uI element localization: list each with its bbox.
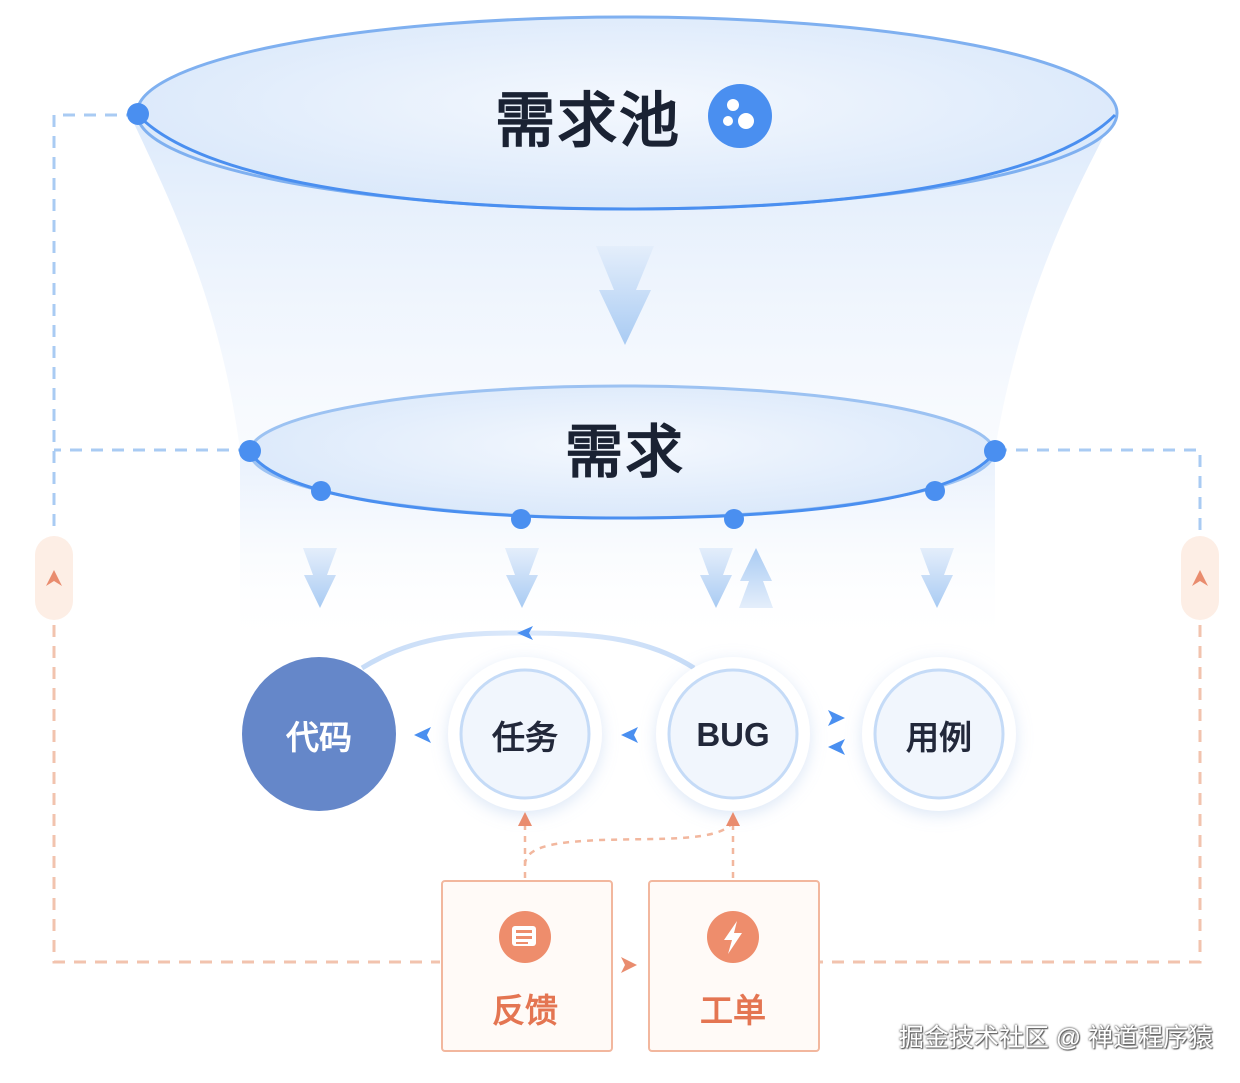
bug-to-task-arrowhead — [621, 727, 638, 743]
right-up-arrow-icon — [1192, 570, 1208, 586]
bug-node-inner — [667, 668, 799, 800]
bubbles-icon — [708, 84, 772, 148]
req-dot-code — [311, 481, 331, 501]
pool-ellipse-front-rim — [136, 113, 1117, 211]
req-dot-right — [984, 440, 1006, 462]
case-node-inner — [873, 668, 1005, 800]
task-up-arrowhead — [518, 812, 532, 826]
task-node-inner — [459, 668, 591, 800]
requirement-title: 需求 — [564, 420, 686, 485]
bug-up-arrowhead — [726, 812, 740, 826]
code-node — [242, 657, 396, 811]
loop-line-right-orange — [818, 625, 1202, 964]
req-dot-left — [239, 440, 261, 462]
case-to-bug-arrowhead — [828, 739, 845, 755]
ticket-box[interactable] — [648, 880, 820, 1052]
bug-label[interactable]: BUG — [696, 716, 770, 753]
feedback-label: 反馈 — [492, 992, 558, 1029]
left-up-arrow-icon — [46, 570, 62, 586]
watermark: 掘金技术社区 @ 禅道程序猿 — [898, 1024, 1214, 1052]
ticket-label: 工单 — [700, 992, 766, 1029]
bug-to-case-arrowhead — [828, 710, 845, 726]
scroll-icon — [499, 911, 551, 963]
pool-title: 需求池 — [495, 87, 681, 155]
down-arrow-bug — [699, 548, 733, 608]
pool-left-dot — [127, 103, 149, 125]
lightning-icon — [707, 911, 759, 963]
task-label[interactable]: 任务 — [492, 719, 558, 756]
req-dot-task — [511, 509, 531, 529]
loop-line-left-orange — [52, 625, 440, 964]
feedback-box[interactable] — [441, 880, 613, 1052]
loop-line-left-blue — [52, 113, 138, 530]
down-arrow-case — [920, 548, 954, 608]
req-dot-bug — [724, 509, 744, 529]
pool-to-requirement-arrow — [596, 246, 654, 345]
code-label[interactable]: 代码 — [286, 719, 352, 756]
down-arrow-code — [303, 548, 337, 608]
arc-arrowhead — [517, 626, 533, 640]
up-arrow-bug — [739, 548, 773, 608]
task-to-code-arrowhead — [414, 727, 431, 743]
case-label[interactable]: 用例 — [906, 719, 972, 756]
loop-line-right-blue — [995, 448, 1202, 530]
down-arrow-task — [505, 548, 539, 608]
feedback-to-ticket-arrowhead — [621, 957, 637, 973]
req-dot-case — [925, 481, 945, 501]
